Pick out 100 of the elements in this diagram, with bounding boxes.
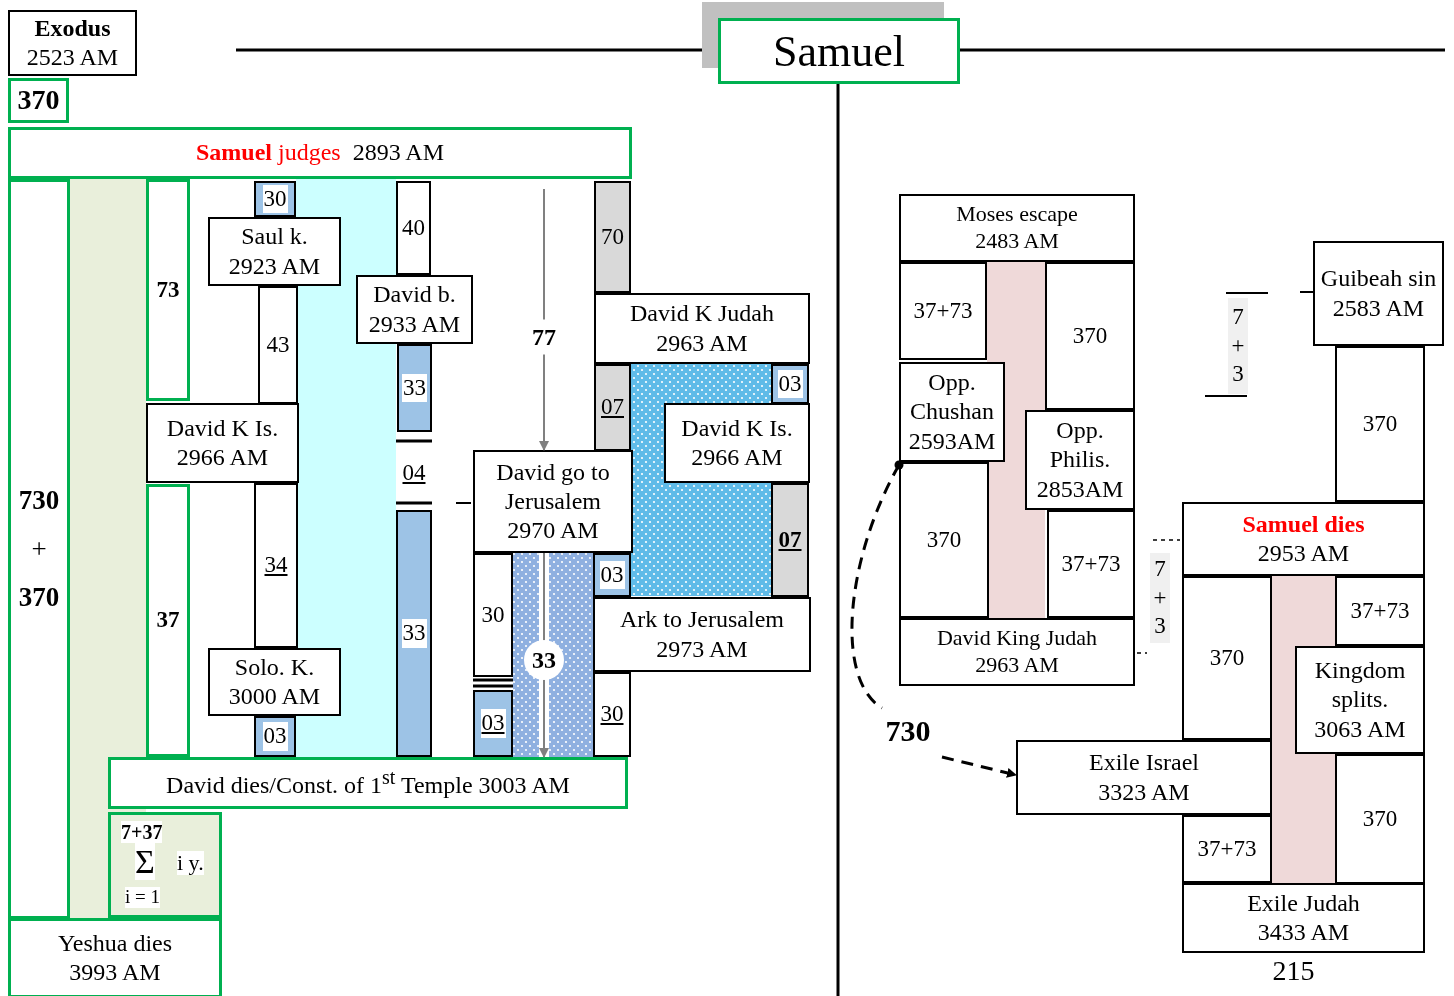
label-text: 2593AM — [908, 426, 996, 456]
label-text: Yeshua dies — [57, 928, 173, 958]
event-box — [1045, 262, 1135, 410]
event-box — [593, 597, 811, 672]
label-text: 40 — [402, 213, 425, 242]
label-text: Moses escape — [956, 201, 1078, 228]
label-text: Exile Judah — [1247, 888, 1360, 918]
event-box — [899, 362, 1005, 462]
label-text: 37+73 — [1350, 596, 1410, 625]
label-text: 70 — [601, 222, 624, 251]
label-text: Opp. Philis. — [1048, 416, 1112, 475]
label-text: Kingdom splits. — [1313, 656, 1407, 715]
label-text: David go to Jerusalem — [495, 457, 611, 516]
label-text: 7 + 3 — [1153, 554, 1167, 641]
event-box — [208, 648, 341, 716]
label-text: 2963 AM — [656, 328, 748, 358]
label-text: Σ — [135, 843, 155, 881]
year-bar — [473, 690, 513, 757]
edge-label: 77 — [530, 319, 558, 355]
label-text: 07 — [601, 393, 624, 422]
event-box — [899, 462, 989, 618]
label-text: Opp. Chushan — [909, 368, 995, 427]
event-box — [1182, 815, 1272, 883]
label-text: 7 + 3 — [1231, 302, 1245, 389]
label-text: 2933 AM — [368, 309, 461, 339]
label-text: Ark to Jerusalem — [620, 605, 784, 635]
label-text: 370 — [1072, 321, 1108, 350]
sum-bar — [1228, 298, 1248, 394]
event-box — [899, 618, 1135, 686]
event-box — [1335, 346, 1425, 502]
period-box — [146, 179, 190, 401]
label-text: 03 — [262, 722, 288, 751]
label-text: 3993 AM — [69, 958, 161, 987]
event-box — [258, 286, 298, 404]
label-text: 37+73 — [1197, 834, 1257, 863]
label-text: 2963 AM — [975, 652, 1059, 679]
arrow — [850, 460, 1018, 778]
label-text: 73 — [156, 275, 180, 304]
event-box — [254, 483, 298, 648]
event-box — [1025, 410, 1135, 510]
label-text: 370 — [1209, 643, 1245, 672]
label-text: 2923 AM — [228, 251, 321, 281]
label-text: David King Judah — [936, 625, 1098, 652]
note-text: 215 — [1272, 954, 1315, 988]
event-box — [664, 403, 810, 483]
period-box — [146, 484, 190, 757]
label-text: 370 — [18, 581, 60, 615]
event-box — [594, 293, 810, 364]
label-text: 07 — [778, 525, 802, 554]
event-box — [473, 450, 633, 553]
year-bar — [254, 716, 296, 757]
event-box — [593, 672, 631, 757]
formula-box — [108, 812, 222, 918]
period-box — [8, 918, 222, 996]
period-box — [108, 757, 628, 809]
label-text: 33 — [402, 373, 427, 402]
label-text: Saul k. — [241, 222, 308, 252]
label-text: + — [31, 532, 47, 566]
label-text: 730 — [18, 483, 60, 517]
year-bar — [594, 181, 631, 293]
label-text: 2893 AM — [352, 138, 444, 168]
label-text: David K Judah — [630, 299, 774, 329]
year-bar — [594, 364, 631, 451]
label-text: 03 — [777, 369, 803, 398]
event-box — [396, 181, 431, 275]
label-text: 2523 AM — [26, 43, 119, 72]
label-text: David b. — [373, 280, 456, 310]
label-text: 04 — [402, 458, 426, 487]
label-text: i y. — [177, 851, 204, 876]
label-text: 34 — [264, 551, 288, 580]
label-text: Samuel dies — [1242, 509, 1365, 539]
event-box — [1182, 883, 1425, 953]
label-text: 30 — [600, 700, 624, 729]
label-text: 03 — [480, 709, 506, 738]
label-text: David dies/Const. of 1$^{st}$ Temple 3003 AM — [166, 765, 570, 801]
event-box — [1295, 646, 1425, 754]
event-box — [899, 262, 987, 360]
label-text: Exile Israel — [1089, 748, 1199, 778]
label-text: 3433 AM — [1257, 918, 1350, 947]
label-text: 2953 AM — [1257, 539, 1350, 568]
page-title: Samuel — [718, 18, 960, 84]
event-box — [1182, 502, 1425, 576]
label-text: 3323 AM — [1098, 777, 1190, 807]
event-box — [1313, 241, 1444, 346]
label-text: 37 — [156, 606, 180, 635]
label-text: Solo. K. — [234, 652, 315, 682]
label-text: 2966 AM — [691, 443, 783, 472]
label-text: 33 — [401, 619, 427, 648]
label-text: Samuel judges — [195, 138, 341, 168]
event-box — [356, 275, 473, 344]
label-text: 37+73 — [1061, 549, 1121, 578]
edge-label: 730 — [885, 714, 931, 748]
label-text: 2583 AM — [1332, 293, 1425, 323]
event-box — [1335, 754, 1425, 884]
label-text: 370 — [1362, 804, 1398, 833]
event-box — [1016, 740, 1272, 815]
label-text: 37+73 — [913, 296, 973, 325]
year-bar — [397, 344, 432, 432]
label-text: Guibeah sin — [1320, 264, 1437, 294]
label-text: 3000 AM — [228, 682, 321, 711]
